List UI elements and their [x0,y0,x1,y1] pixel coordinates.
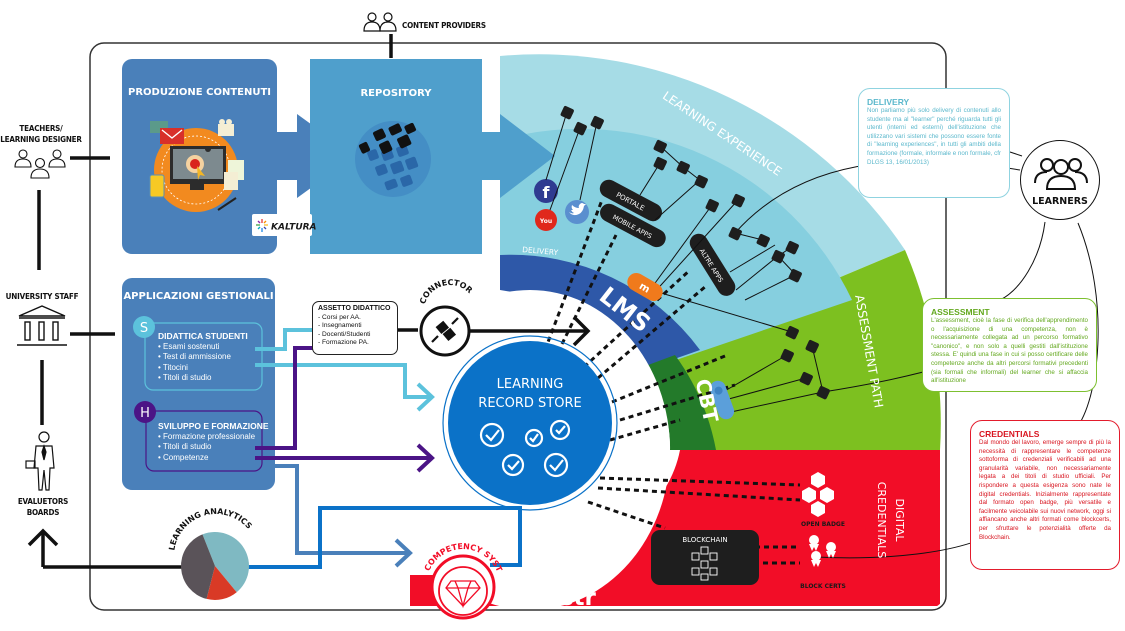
assetto-item: - Corsi per AA. [318,313,361,321]
applicazioni-gestionali-title: APPLICAZIONI GESTIONALI [123,291,274,302]
teachers-label-line2: LEARNING DESIGNER [0,135,82,144]
sviluppo-formazione-title: SVILUPPO E FORMAZIONE [158,421,269,431]
connector-label: CONNECTOR [418,278,474,305]
facebook-icon [534,179,558,203]
lrs-outer-ring [442,335,618,511]
didattica-to-lrs-line [255,363,432,399]
facebook-glyph: f [543,183,551,202]
university-building-icon [17,305,67,346]
globe-icon [355,121,431,197]
blockchain-cubes-icon [691,546,718,581]
didattica-item: • Titocini [158,362,188,372]
block-certs-icon [809,535,836,567]
sviluppo-badge-letter: H [140,406,150,421]
flow-lines [243,328,522,569]
evaluators-label-line1: EVALUETORS [17,497,69,506]
content-production-illustration [149,119,244,212]
kaltura-star-icon [256,219,268,232]
arrow-repository-delivery [482,114,555,198]
delivery-callout: DELIVERY Non parliamo più solo delivery … [858,88,1010,198]
moodle-badge: m [627,273,663,301]
competency-system-badge [430,554,496,620]
assessment-callout-title: ASSESSMENT [931,307,990,317]
digital-credentials-line1: DIGITAL [893,498,906,542]
assetto-item: - Docenti/Studenti [318,330,371,338]
nice-badge [709,380,735,420]
credentials-callout-text: Dal mondo del lavoro, emerge sempre di p… [979,439,1111,541]
digital-credentials-line2: CREDENTIALS [875,482,888,559]
didattica-studenti-title: DIDATTICA STUDENTI [158,331,248,341]
didattica-badge-letter: S [140,321,148,336]
bestr-logo: .Bestr [518,585,597,611]
didattica-to-assetto-line [255,328,313,351]
sviluppo-item: • Competenze [158,452,209,462]
produzione-contenuti-title: PRODUZIONE CONTENUTI [128,87,271,98]
blockchain-box [651,530,759,585]
learners-label: LEARNERS [1032,196,1088,207]
blockchain-label: BLOCKCHAIN [682,536,727,544]
svg-text:m: m [637,281,652,296]
delivery-label: DELIVERY [522,245,559,257]
twitter-bird-glyph [569,203,586,216]
applicazioni-to-competency-line [275,464,408,555]
lrs-check-icons [479,419,571,478]
youtube-glyph: You [539,218,552,225]
repository-title: REPOSITORY [360,88,432,99]
content-providers-icon [363,12,397,32]
assetto-item: - Insegnamenti [318,322,362,330]
content-providers-label: CONTENT PROVIDERS [402,21,486,30]
lrs-title-line1: LEARNING [497,377,564,392]
learners-node: LEARNERS [1020,140,1100,220]
didattica-badge [133,316,155,338]
delivery-callout-title: DELIVERY [867,97,910,107]
pie-slice-teal [202,531,250,593]
lrs-title-line2: RECORD STORE [478,396,581,411]
teachers-icon [14,149,66,179]
learners-group-icon [1034,158,1088,190]
didattica-item: • Esami sostenuti [158,341,220,351]
sviluppo-formazione-list: SVILUPPO E FORMAZIONE • Formazione profe… [158,421,269,463]
youtube-icon [535,209,557,231]
sviluppo-badge [134,401,156,423]
block-certs-label: BLOCK CERTS [800,583,846,590]
assetto-didattico-title: ASSETTO DIDATTICO [318,305,391,312]
assetto-item: - Formazione PA. [318,339,369,347]
sviluppo-formazione-panel [145,410,263,472]
diamond-icon [445,580,481,609]
kaltura-label: KALTURA [271,223,317,233]
evaluators-label-line2: BOARDS [26,508,60,517]
endpoint-nodes [560,106,830,400]
didattica-item: • Test di ammissione [158,352,231,361]
analytics-to-lrs-line [243,506,522,569]
open-badge-icon [802,472,834,517]
teachers-label-line1: TEACHERS/ [19,124,63,133]
pie-slice-red [206,566,237,600]
open-badge-label: OPEN BADGE [801,521,845,528]
didattica-studenti-list: DIDATTICA STUDENTI • Esami sostenuti • T… [158,331,248,384]
credentials-callout-title: CREDENTIALS [979,429,1040,439]
didattica-studenti-panel [144,322,263,391]
university-staff-label: UNIVERSITY STAFF [5,292,79,301]
assetto-didattico-box: ASSETTO DIDATTICO - Corsi per AA. - Inse… [312,301,398,355]
sviluppo-item: • Formazione professionale [158,431,256,441]
assessment-callout: ASSESSMENT L'assessment, cioè la fase di… [922,298,1097,392]
pie-slice-dark [180,534,215,599]
sviluppo-item: • Titoli di studio [158,442,212,451]
plug-glyph [431,317,459,343]
sviluppo-to-assetto-line [255,346,313,450]
learning-record-store [448,341,612,505]
learning-analytics-pie [180,531,250,600]
kaltura-logo-box [252,214,312,236]
assessment-callout-text: L'assessment, cioè la fase di verifica d… [931,317,1088,385]
applicazioni-gestionali-box [122,278,275,490]
evaluator-person-icon [25,431,55,491]
delivery-callout-text: Non parliamo più solo delivery di conten… [867,107,1001,166]
didattica-item: • Titoli di studio [158,373,212,382]
credentials-callout: CREDENTIALS Dal mondo del lavoro, emerge… [970,420,1120,570]
